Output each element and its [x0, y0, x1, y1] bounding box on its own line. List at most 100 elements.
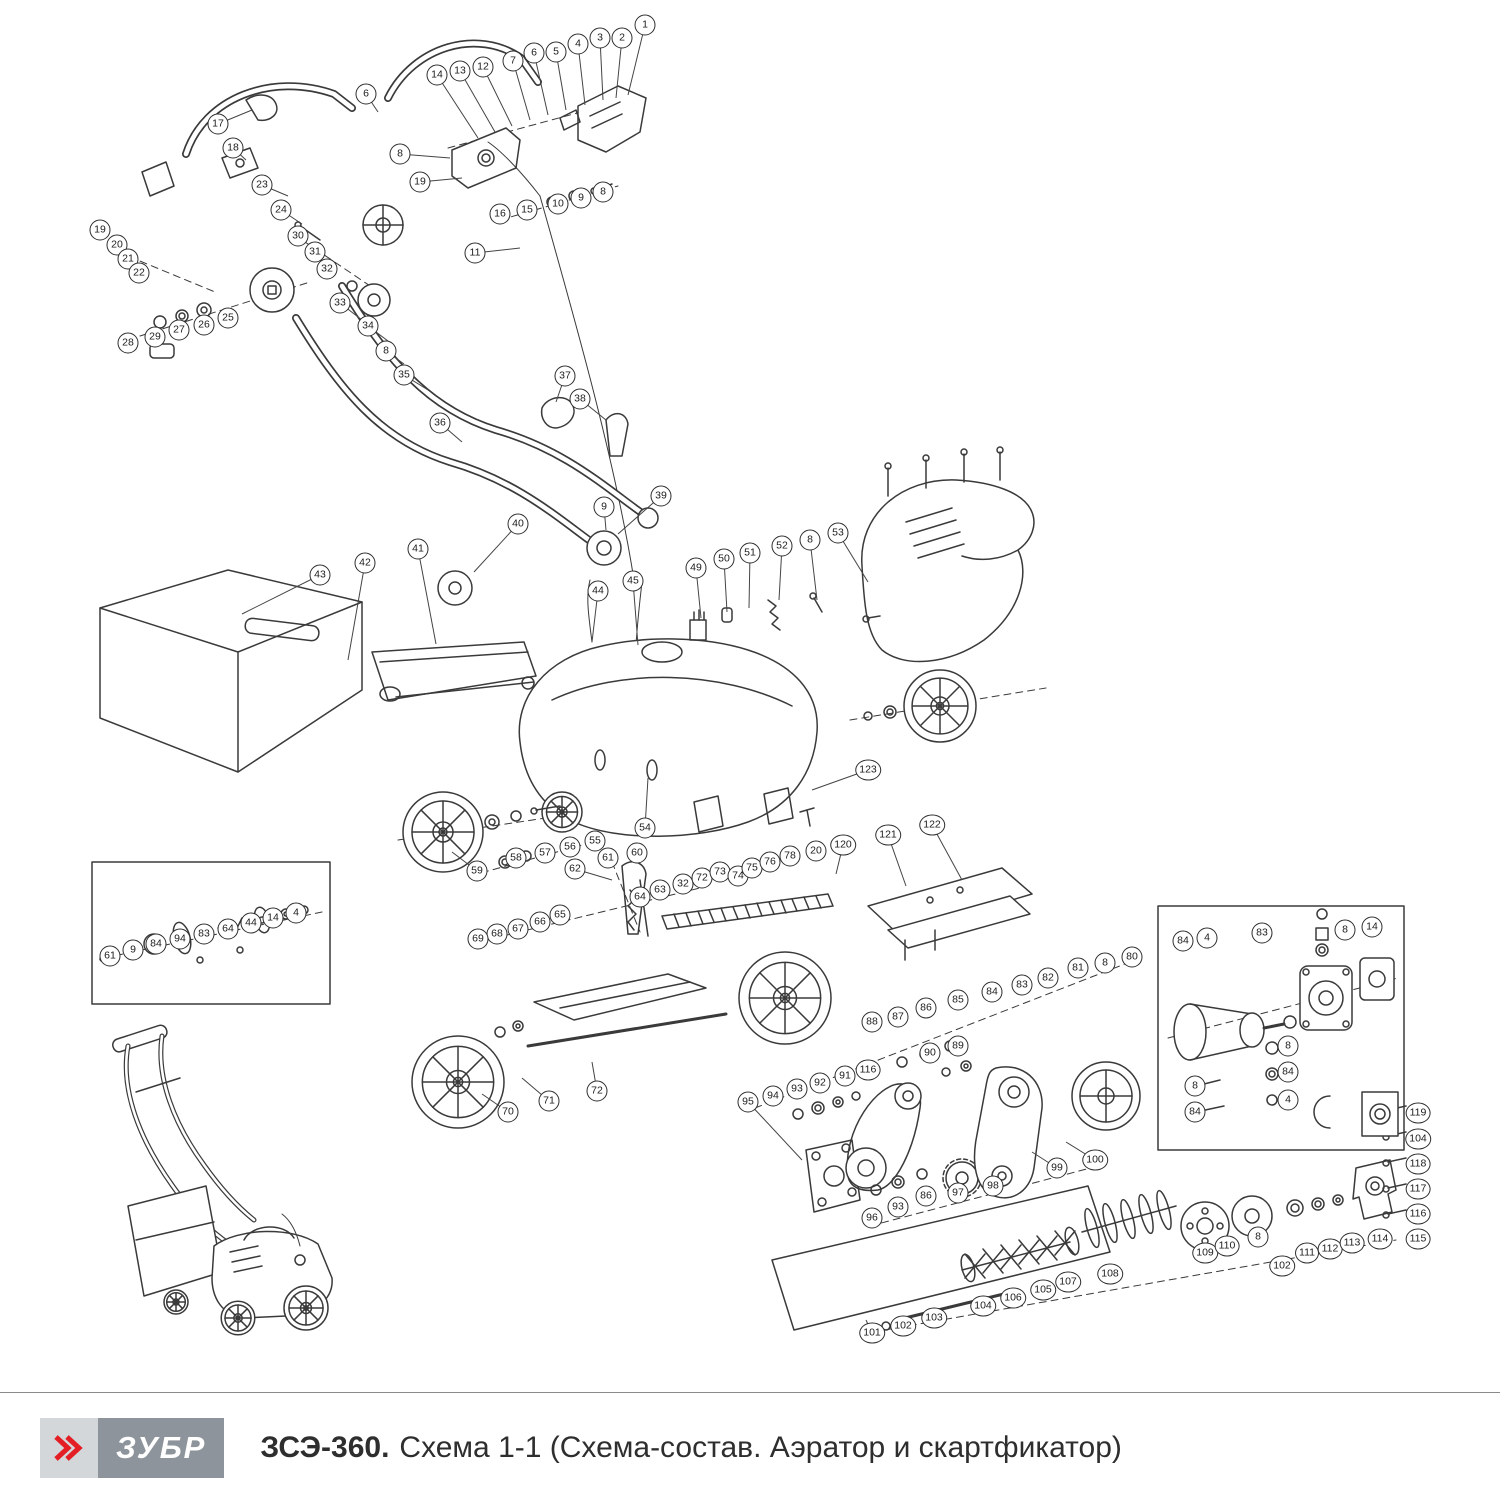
- callout-61: 61: [597, 847, 619, 869]
- callout-28: 28: [117, 332, 139, 354]
- belt-drive: [793, 1041, 1140, 1212]
- callout-106: 106: [1000, 1287, 1026, 1309]
- callout-8: 8: [375, 340, 397, 362]
- callout-8: 8: [1247, 1226, 1269, 1248]
- callout-4: 4: [1277, 1089, 1299, 1111]
- callout-40: 40: [507, 513, 529, 535]
- callout-10: 10: [547, 193, 569, 215]
- callout-88: 88: [861, 1011, 883, 1033]
- callout-18: 18: [222, 137, 244, 159]
- callout-104: 104: [970, 1295, 996, 1317]
- callout-55: 55: [584, 830, 606, 852]
- callout-24: 24: [270, 199, 292, 221]
- callout-38: 38: [569, 388, 591, 410]
- callout-84: 84: [1172, 930, 1194, 952]
- callout-104: 104: [1405, 1128, 1431, 1150]
- callout-11: 11: [464, 242, 486, 264]
- callout-9: 9: [593, 496, 615, 518]
- callout-97: 97: [947, 1182, 969, 1204]
- callout-103: 103: [921, 1307, 947, 1329]
- callout-1: 1: [634, 14, 656, 36]
- callout-2: 2: [611, 27, 633, 49]
- callout-23: 23: [251, 174, 273, 196]
- callout-94: 94: [169, 928, 191, 950]
- callout-57: 57: [534, 842, 556, 864]
- callout-54: 54: [634, 817, 656, 839]
- callout-109: 109: [1192, 1242, 1218, 1264]
- callout-111: 111: [1295, 1242, 1319, 1264]
- callout-81: 81: [1067, 957, 1089, 979]
- caption-subtitle: Схема 1-1 (Схема-состав. Аэратор и скарт…: [399, 1431, 1122, 1464]
- callout-19: 19: [89, 219, 111, 241]
- callout-114: 114: [1367, 1228, 1393, 1250]
- diagram-caption: ЗСЭ-360.Схема 1-1 (Схема-состав. Аэратор…: [260, 1431, 1122, 1465]
- callout-49: 49: [685, 557, 707, 579]
- zubr-logo-mark: [40, 1418, 98, 1478]
- callout-26: 26: [193, 314, 215, 336]
- callout-82: 82: [1037, 967, 1059, 989]
- callout-122: 122: [919, 814, 945, 836]
- grass-catcher: [100, 570, 362, 772]
- callout-64: 64: [629, 886, 651, 908]
- callout-64: 64: [217, 918, 239, 940]
- callout-32: 32: [316, 258, 338, 280]
- callout-9: 9: [570, 187, 592, 209]
- callout-17: 17: [207, 113, 229, 135]
- callout-91: 91: [834, 1065, 856, 1087]
- callout-69: 69: [467, 928, 489, 950]
- callout-44: 44: [587, 580, 609, 602]
- callout-63: 63: [649, 879, 671, 901]
- handle-clamps: [150, 205, 403, 358]
- callout-43: 43: [309, 564, 331, 586]
- callout-14: 14: [1361, 916, 1383, 938]
- callout-8: 8: [1277, 1035, 1299, 1057]
- callout-108: 108: [1097, 1263, 1123, 1285]
- callout-72: 72: [586, 1080, 608, 1102]
- callout-84: 84: [981, 981, 1003, 1003]
- callout-105: 105: [1030, 1279, 1056, 1301]
- callout-62: 62: [564, 858, 586, 880]
- motor-inset: [1158, 906, 1404, 1150]
- callout-90: 90: [919, 1042, 941, 1064]
- callout-84: 84: [1277, 1061, 1299, 1083]
- callout-22: 22: [128, 262, 150, 284]
- callout-12: 12: [472, 56, 494, 78]
- callout-100: 100: [1082, 1149, 1108, 1171]
- callout-107: 107: [1055, 1271, 1081, 1293]
- callout-116: 116: [1405, 1203, 1431, 1225]
- callout-120: 120: [830, 834, 856, 856]
- footer-divider: [0, 1392, 1500, 1393]
- callout-29: 29: [144, 326, 166, 348]
- callout-14: 14: [426, 64, 448, 86]
- callout-50: 50: [713, 548, 735, 570]
- callout-32: 32: [672, 873, 694, 895]
- callout-83: 83: [193, 923, 215, 945]
- callout-80: 80: [1121, 946, 1143, 968]
- callout-7: 7: [502, 50, 524, 72]
- callout-86: 86: [915, 1185, 937, 1207]
- callout-3: 3: [589, 27, 611, 49]
- callout-96: 96: [861, 1207, 883, 1229]
- callout-16: 16: [489, 203, 511, 225]
- callout-121: 121: [875, 824, 901, 846]
- callout-4: 4: [567, 33, 589, 55]
- callout-117: 117: [1405, 1178, 1431, 1200]
- callout-8: 8: [389, 143, 411, 165]
- callout-68: 68: [486, 923, 508, 945]
- callout-6: 6: [355, 83, 377, 105]
- callout-110: 110: [1214, 1235, 1240, 1257]
- callout-8: 8: [592, 181, 614, 203]
- callout-98: 98: [982, 1175, 1004, 1197]
- comb-bar: [662, 894, 833, 929]
- assembled-machine: [111, 1024, 332, 1336]
- callout-102: 102: [1269, 1255, 1295, 1277]
- callout-115: 115: [1405, 1228, 1431, 1250]
- callout-51: 51: [739, 542, 761, 564]
- callout-66: 66: [529, 911, 551, 933]
- callout-6: 6: [523, 42, 545, 64]
- callout-35: 35: [393, 364, 415, 386]
- callout-31: 31: [304, 241, 326, 263]
- callout-93: 93: [887, 1196, 909, 1218]
- callout-59: 59: [466, 860, 488, 882]
